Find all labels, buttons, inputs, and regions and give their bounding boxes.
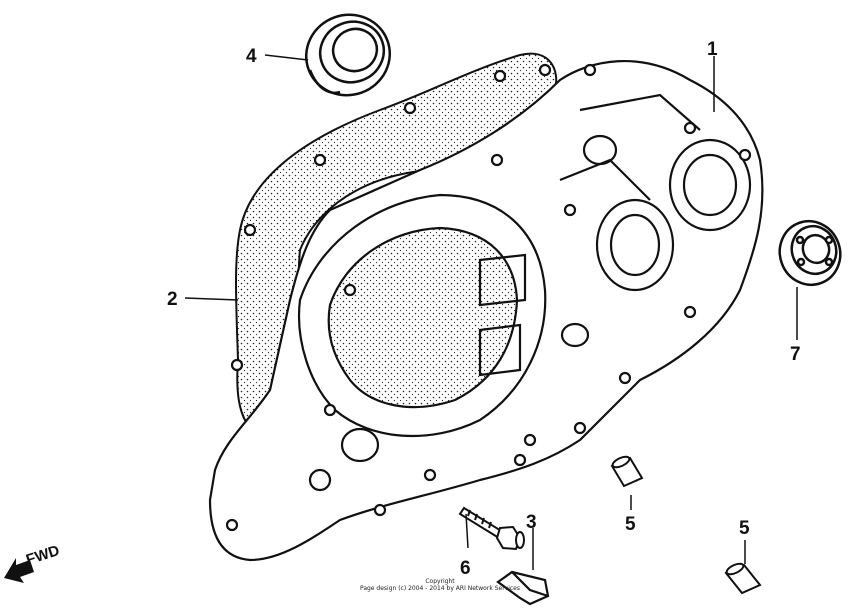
copyright-line-1: Copyright bbox=[425, 578, 455, 585]
bearing-part[interactable] bbox=[771, 213, 849, 294]
callout-7: 7 bbox=[790, 344, 801, 365]
dowel-pin-upper-part[interactable] bbox=[610, 455, 644, 488]
leader-2 bbox=[184, 297, 239, 301]
callout-6: 6 bbox=[460, 558, 471, 579]
dowel-pin-lower-part[interactable] bbox=[724, 562, 762, 595]
callout-3: 3 bbox=[526, 512, 537, 533]
callout-1: 1 bbox=[707, 39, 718, 60]
callout-2: 2 bbox=[167, 289, 178, 310]
copyright-notice: Copyright Page design (c) 2004 - 2014 by… bbox=[330, 578, 550, 592]
oil-seal-part[interactable] bbox=[295, 3, 401, 107]
forward-arrow-icon: FWD bbox=[4, 542, 62, 583]
callout-4: 4 bbox=[246, 46, 257, 67]
bolt-part[interactable] bbox=[458, 506, 525, 551]
copyright-line-2: Page design (c) 2004 - 2014 by ARI Netwo… bbox=[359, 585, 521, 592]
crankcase-cover-part[interactable] bbox=[208, 59, 764, 562]
leader-lines bbox=[184, 54, 798, 570]
leader-6 bbox=[465, 513, 469, 549]
clip-part[interactable] bbox=[496, 570, 550, 606]
leader-4 bbox=[264, 54, 309, 61]
callout-5-lower: 5 bbox=[739, 518, 750, 539]
callout-5-upper: 5 bbox=[625, 514, 636, 535]
fwd-label: FWD bbox=[24, 542, 62, 569]
